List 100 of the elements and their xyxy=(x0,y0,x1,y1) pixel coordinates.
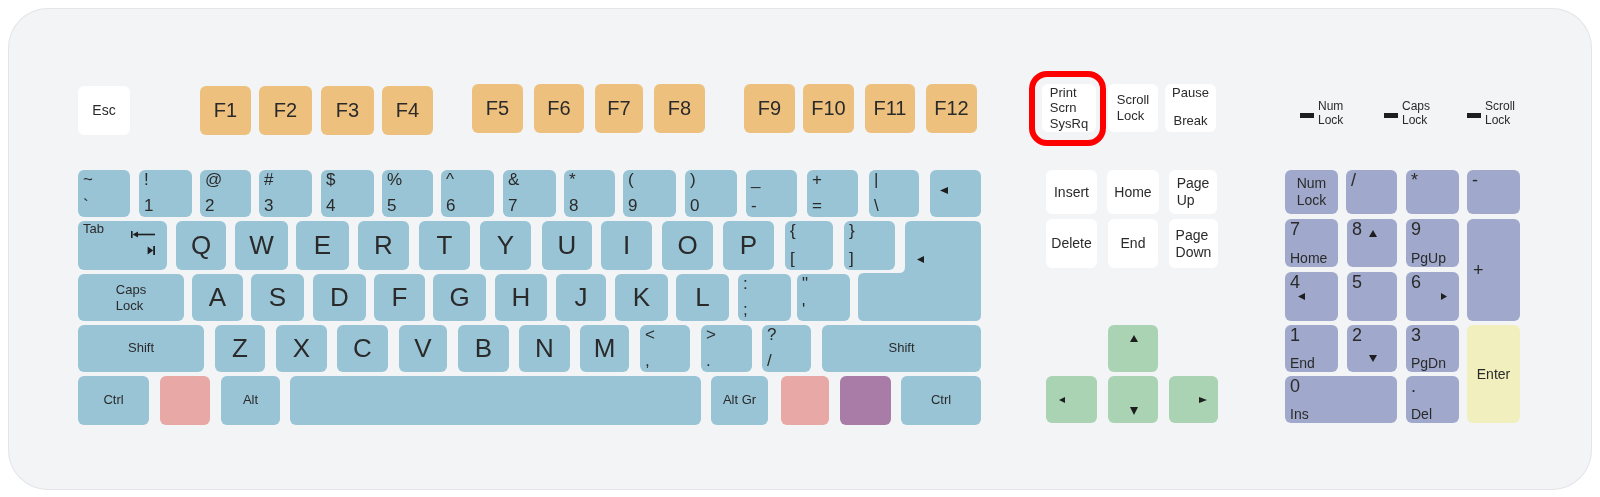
keyboard-key xyxy=(313,274,366,321)
function-key xyxy=(926,84,977,133)
keyboard-key xyxy=(711,376,768,425)
keyboard-key xyxy=(564,170,615,217)
key-label: . xyxy=(706,352,711,371)
key-label: Ins xyxy=(1290,406,1309,422)
key-label: S xyxy=(268,282,287,313)
keyboard-body xyxy=(8,8,1592,490)
keyboard-key xyxy=(235,221,288,270)
key-label: ' xyxy=(802,301,806,320)
key-label: ] xyxy=(849,250,854,269)
key-label: 3 xyxy=(264,197,274,216)
key-label: Enter xyxy=(1476,365,1511,383)
key-label: Y xyxy=(496,230,515,261)
key-label: F9 xyxy=(757,97,782,120)
key-label: PgUp xyxy=(1411,250,1447,266)
key-label: [ xyxy=(790,250,795,269)
function-key xyxy=(534,84,584,133)
key-label: < xyxy=(645,326,655,345)
key-label: ) xyxy=(690,171,696,190)
keyboard-key xyxy=(738,274,791,321)
key-label: 7 xyxy=(1290,220,1300,240)
arrow-key xyxy=(1108,325,1158,372)
key-label: * xyxy=(569,171,576,190)
key-label: V xyxy=(414,333,432,364)
key-label: I xyxy=(622,230,631,261)
key-label: D xyxy=(330,282,349,313)
key-label: 6 xyxy=(1411,273,1421,293)
key-label: | xyxy=(874,171,879,190)
key-label: G xyxy=(449,282,470,313)
key-label: ? xyxy=(767,326,777,345)
numpad-key xyxy=(1467,325,1520,423)
key-label: 5 xyxy=(1352,273,1362,293)
numpad-key xyxy=(1285,219,1338,267)
key-label: F7 xyxy=(607,97,631,120)
keyboard-key xyxy=(480,221,531,270)
key-label: 1 xyxy=(144,197,154,216)
key-label: - xyxy=(1472,171,1478,191)
key-label: F4 xyxy=(395,99,420,122)
key-label: C xyxy=(353,333,372,364)
key-label: 7 xyxy=(508,197,518,216)
key-label: ( xyxy=(628,171,634,190)
numpad-key xyxy=(1467,219,1520,321)
numpad-key xyxy=(1285,376,1397,423)
key-label: _ xyxy=(751,171,761,190)
function-key xyxy=(595,84,643,133)
key-label: 4 xyxy=(1290,273,1300,293)
key-label: , xyxy=(645,352,650,371)
keyboard-key xyxy=(495,274,547,321)
key-label: F1 xyxy=(213,99,238,122)
keyboard-key xyxy=(746,170,797,217)
key-label: / xyxy=(1351,171,1356,191)
key-label: ! xyxy=(144,171,149,190)
keyboard-key xyxy=(215,325,265,372)
numpad-key xyxy=(1347,272,1397,321)
keyboard-key xyxy=(296,221,349,270)
key-label: Q xyxy=(190,230,212,261)
key-label: Alt xyxy=(242,393,259,408)
keyboard-key xyxy=(640,325,690,372)
key-label: \ xyxy=(874,197,879,216)
key-label: Caps Lock xyxy=(115,281,147,314)
arrow-key xyxy=(1108,376,1158,423)
key-label: H xyxy=(511,282,531,313)
blank-key xyxy=(781,376,829,425)
key-label: P xyxy=(739,230,758,261)
indicator-label: Scroll Lock xyxy=(1485,99,1515,127)
numpad-key xyxy=(1285,272,1338,321)
numpad-key xyxy=(1467,170,1520,214)
keyboard-key xyxy=(762,325,811,372)
keyboard-key xyxy=(78,221,167,270)
key-label: O xyxy=(677,230,698,261)
key-label: L xyxy=(695,282,710,313)
key-label: } xyxy=(849,222,855,241)
numpad-key xyxy=(1406,325,1459,372)
key-label: 0 xyxy=(1290,377,1300,397)
highlight-ring xyxy=(1029,71,1106,146)
key-label: Insert xyxy=(1054,183,1089,201)
key-label: W xyxy=(249,230,274,261)
key-label: 2 xyxy=(1352,326,1362,346)
keyboard-key xyxy=(542,221,592,270)
keyboard-key xyxy=(251,274,304,321)
key-label: F6 xyxy=(547,97,571,120)
key-label: 4 xyxy=(326,197,336,216)
function-key xyxy=(865,84,915,133)
keyboard-key xyxy=(259,170,312,217)
key-label: T xyxy=(436,230,453,261)
key-label: / xyxy=(767,352,772,371)
keyboard-key xyxy=(419,221,470,270)
keyboard-key xyxy=(785,221,833,270)
key-label: Delete xyxy=(1051,235,1092,252)
key-label: 9 xyxy=(628,197,638,216)
key-label: = xyxy=(812,197,822,216)
function-key xyxy=(259,86,312,135)
key-label: F11 xyxy=(873,97,907,120)
keyboard-key xyxy=(580,325,629,372)
function-key xyxy=(654,84,705,133)
keyboard-key xyxy=(382,170,433,217)
keyboard-key xyxy=(192,274,243,321)
keyboard-key xyxy=(519,325,570,372)
keyboard-key xyxy=(176,221,226,270)
